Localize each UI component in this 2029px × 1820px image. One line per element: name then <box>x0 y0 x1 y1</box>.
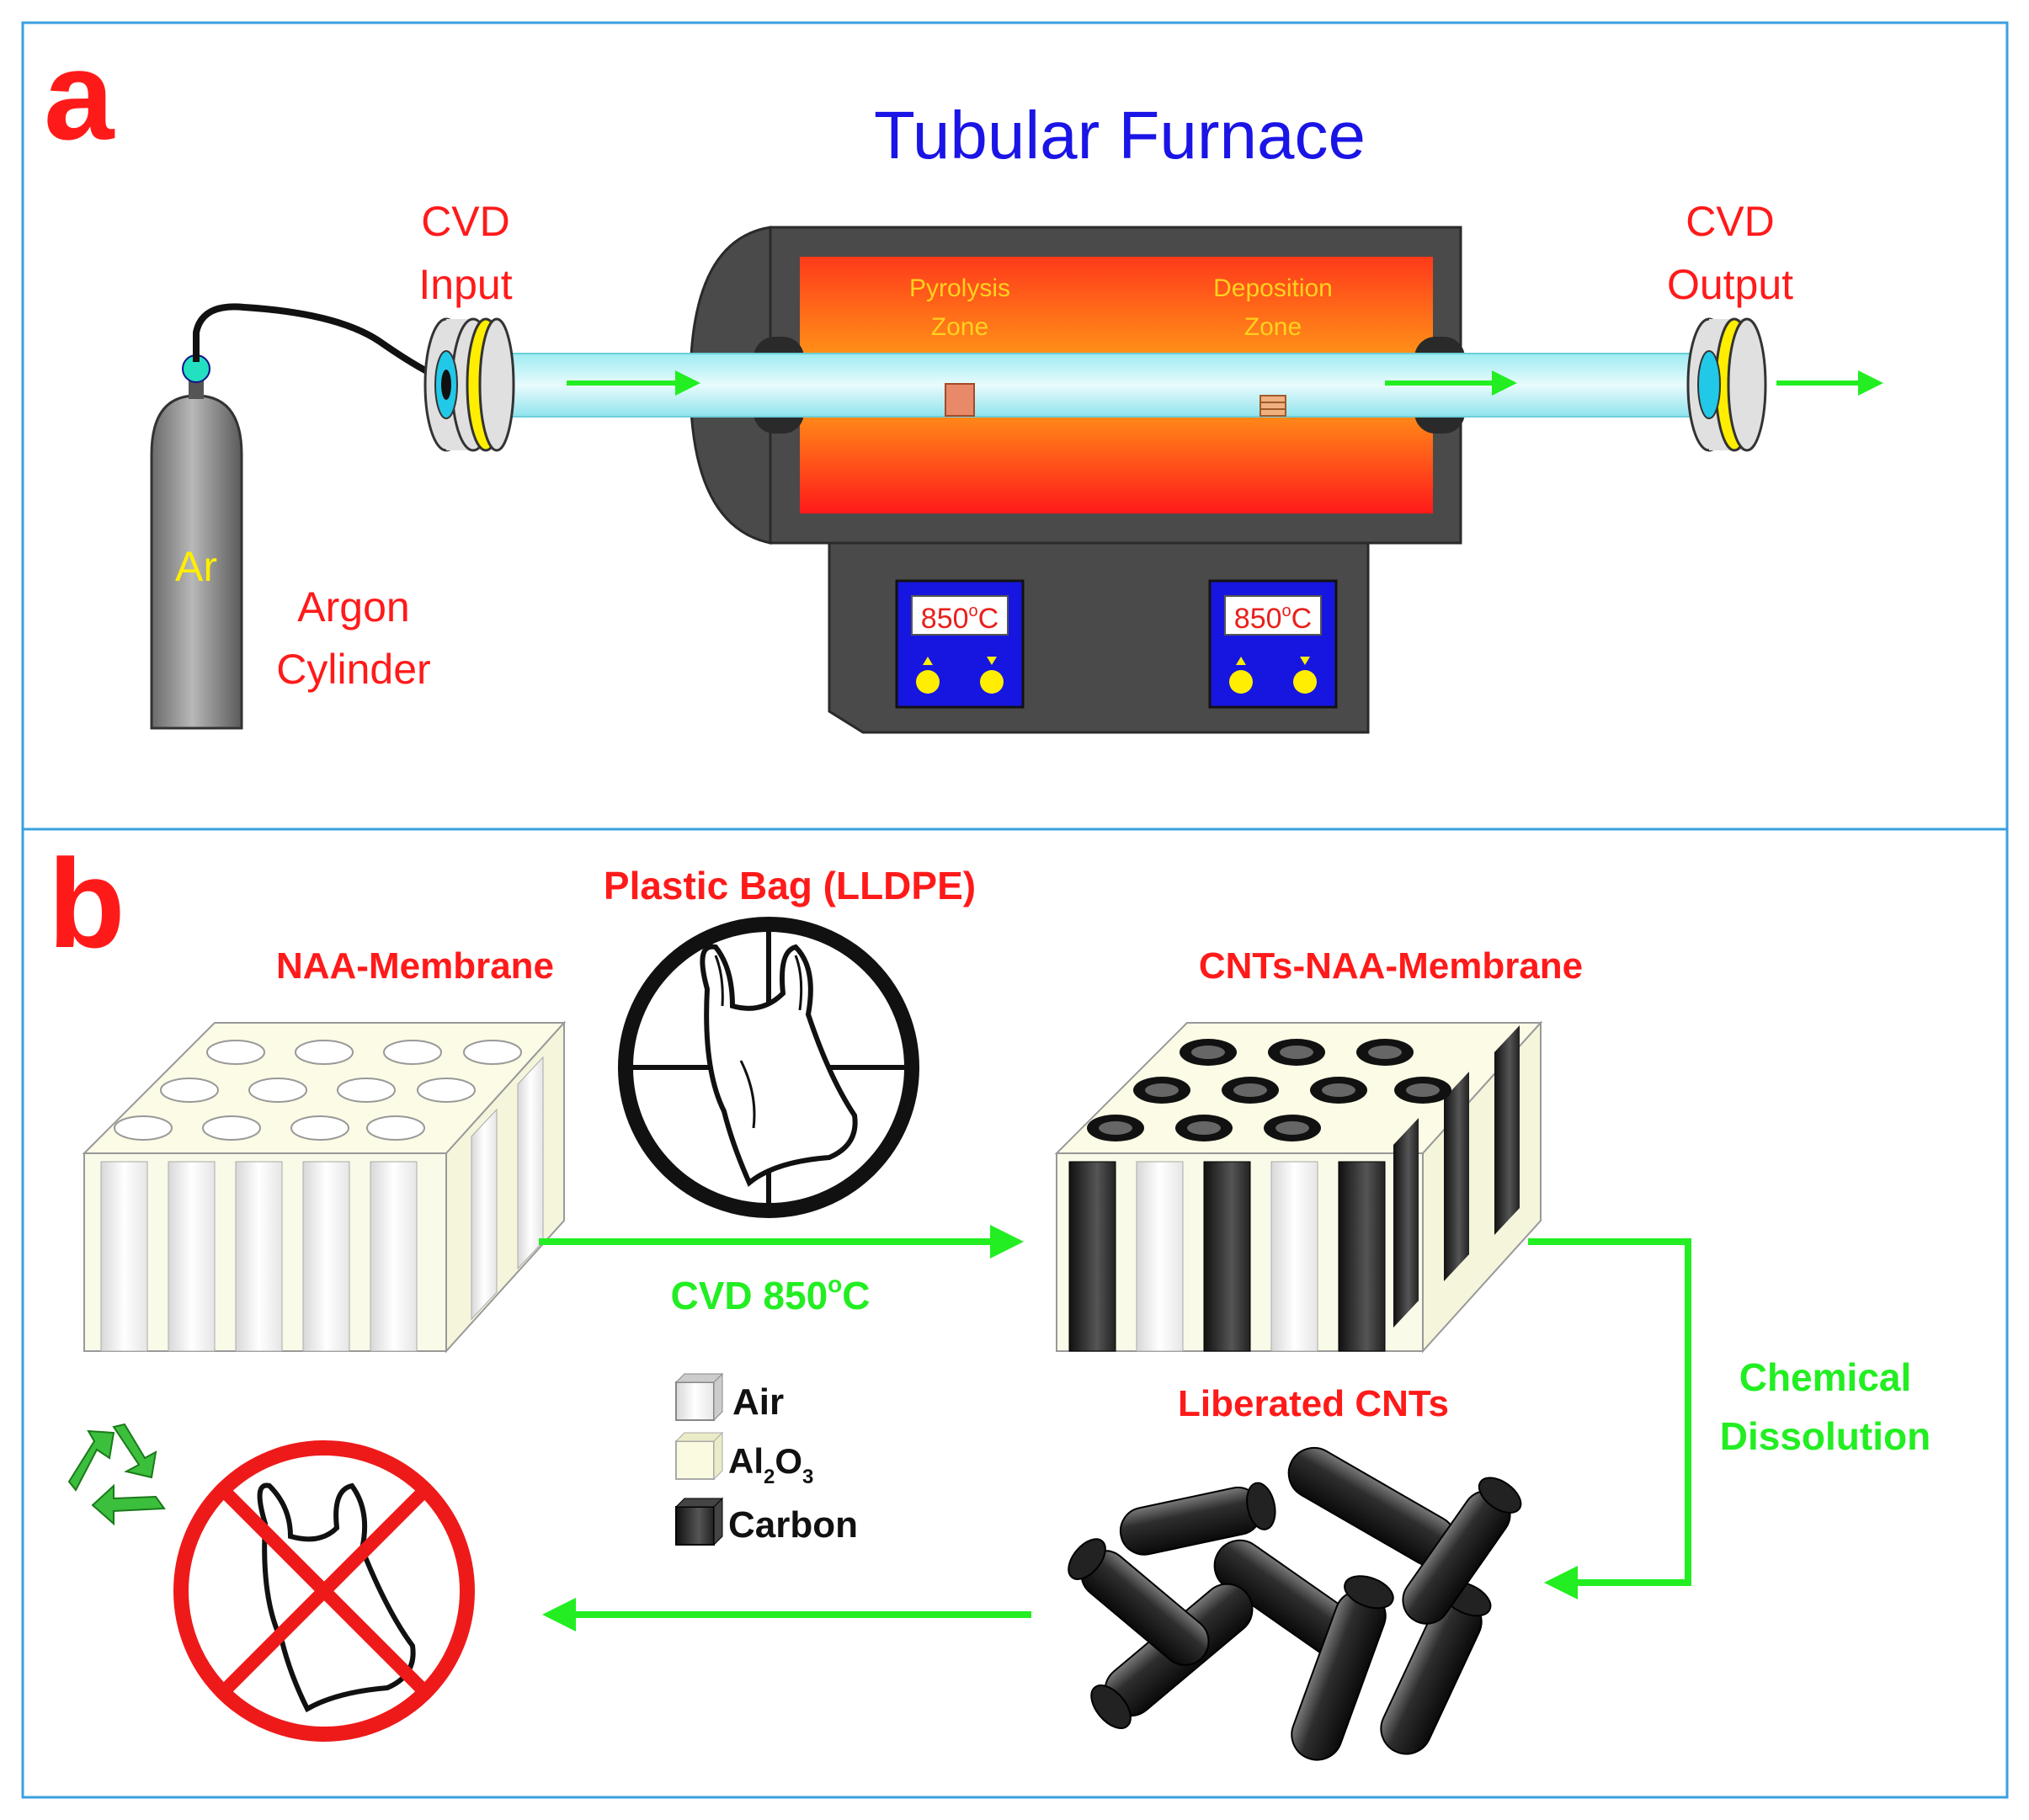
controller-2 <box>1208 579 1338 709</box>
pyrolysis-zone-1: Pyrolysis <box>909 274 1010 302</box>
controller-1 <box>895 579 1025 709</box>
cube-swatch-icon <box>674 1372 724 1422</box>
panel-b-frame <box>21 828 2009 1799</box>
controller-2-temp: 850oC <box>1234 602 1312 635</box>
cvd-input-label-1: CVD <box>421 198 510 245</box>
cvd-step-label: CVD 850oC <box>671 1271 871 1317</box>
cnt-pile-icon <box>1068 1447 1522 1761</box>
recycle-icon <box>67 1423 166 1526</box>
plastic-bag-label: Plastic Bag (LLDPE) <box>604 864 976 907</box>
cube-swatch-icon <box>674 1497 724 1546</box>
legend-carbon: Carbon <box>728 1504 858 1546</box>
argon-label-2: Cylinder <box>276 646 430 693</box>
sample-boat-icon <box>945 383 975 417</box>
argon-cylinder-icon <box>150 354 243 730</box>
dissolution-arrow <box>1528 1238 1691 1599</box>
gas-hose-icon <box>193 303 448 384</box>
cylinder-ar-label: Ar <box>175 543 217 590</box>
cube-swatch-icon <box>674 1431 724 1481</box>
pyrolysis-zone-2: Zone <box>931 313 988 341</box>
controller-knob-icon[interactable] <box>916 670 940 694</box>
chemical-label-1: Chemical <box>1739 1355 1912 1399</box>
naa-membrane-label: NAA-Membrane <box>276 945 554 987</box>
crosshair-bag-icon <box>618 917 919 1218</box>
cnts-naa-label: CNTs-NAA-Membrane <box>1199 945 1583 987</box>
legend-al2o3: Al2O3 <box>728 1441 813 1488</box>
cvd-input-label-2: Input <box>418 261 512 308</box>
cvd-output-label-1: CVD <box>1686 198 1775 245</box>
legend: Air Al2O3 Carbon <box>674 1372 858 1546</box>
deposition-zone-1: Deposition <box>1213 274 1333 302</box>
tube-flange-icon <box>423 317 515 452</box>
cvd-output-label-2: Output <box>1667 261 1793 308</box>
legend-air: Air <box>732 1381 784 1423</box>
liberated-cnts-label: Liberated CNTs <box>1178 1383 1449 1424</box>
membrane-block-icon <box>82 1020 567 1354</box>
no-plastic-bag-icon <box>173 1440 475 1742</box>
argon-label-1: Argon <box>297 583 409 631</box>
chemical-label-2: Dissolution <box>1720 1414 1930 1458</box>
tube-flange-output-icon <box>1686 317 1767 452</box>
furnace-title: Tubular Furnace <box>874 98 1366 173</box>
controller-1-temp: 850oC <box>921 602 999 635</box>
cnts-membrane-block-icon <box>1054 1020 1543 1354</box>
controller-knob-icon[interactable] <box>1229 670 1253 694</box>
panel-b-letter: b <box>48 833 125 974</box>
deposition-zone-2: Zone <box>1244 313 1302 341</box>
substrate-icon <box>1259 395 1286 417</box>
controller-knob-icon[interactable] <box>980 670 1004 694</box>
controller-knob-icon[interactable] <box>1293 670 1317 694</box>
furnace-icon <box>689 226 1465 734</box>
panel-a-letter: a <box>44 24 115 166</box>
